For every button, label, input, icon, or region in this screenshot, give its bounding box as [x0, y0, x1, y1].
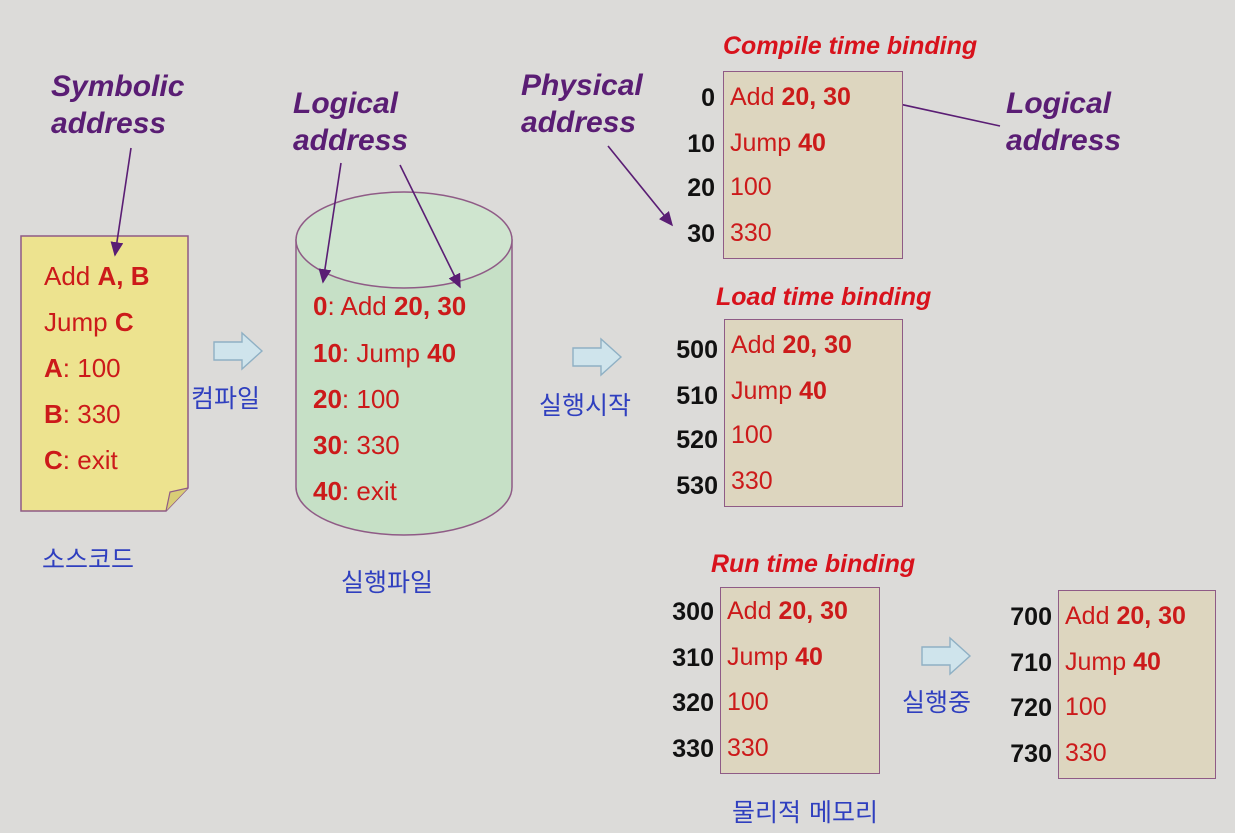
start-caption: 실행시작 [539, 391, 632, 420]
source-line: Jump C [44, 307, 134, 337]
memory-address: 310 [672, 644, 714, 672]
run-time-memory-box-after: Add 20, 30 Jump 40 100 330 [1058, 590, 1216, 779]
memory-address: 710 [1010, 649, 1052, 677]
source-line: A: 100 [44, 353, 121, 383]
run-time-binding-title: Run time binding [711, 550, 916, 578]
memory-address: 30 [687, 220, 715, 248]
source-line: C: exit [44, 445, 118, 475]
load-time-binding-title: Load time binding [716, 283, 932, 311]
memory-cell: 330 [731, 467, 773, 495]
memory-cell: 100 [1065, 693, 1107, 721]
executable-line: 40: exit [313, 476, 397, 506]
memory-address: 520 [676, 426, 718, 454]
physical-pointer-arrow [607, 145, 674, 227]
executable-file-cylinder [295, 191, 513, 536]
memory-address: 300 [672, 598, 714, 626]
load-time-memory-box: Add 20, 30 Jump 40 100 330 [724, 319, 903, 507]
executable-line: 30: 330 [313, 430, 400, 460]
executable-line: 10: Jump 40 [313, 338, 457, 368]
memory-cell: 100 [730, 173, 772, 201]
source-code-caption: 소스코드 [42, 545, 135, 574]
compile-time-memory-box: Add 20, 30 Jump 40 100 330 [723, 71, 903, 259]
memory-cell: Jump 40 [1065, 648, 1161, 676]
source-line: Add A, B [44, 261, 150, 291]
executable-line: 0: Add 20, 30 [313, 291, 467, 321]
memory-cell: Jump 40 [730, 129, 826, 157]
memory-cell: Jump 40 [727, 643, 823, 671]
compile-arrow-icon [213, 331, 264, 371]
logical-pointer-arrow-1 [318, 162, 342, 284]
memory-cell: 330 [727, 734, 769, 762]
memory-cell: Jump 40 [731, 377, 827, 405]
memory-cell: 100 [731, 421, 773, 449]
memory-address: 10 [687, 130, 715, 158]
source-code-paper [20, 235, 189, 512]
logical-pointer-arrow-2 [399, 164, 461, 289]
running-caption: 실행중 [902, 688, 972, 717]
memory-address: 320 [672, 689, 714, 717]
compile-caption: 컴파일 [191, 384, 261, 413]
memory-address: 500 [676, 336, 718, 364]
memory-cell: 100 [727, 688, 769, 716]
memory-address: 20 [687, 174, 715, 202]
source-line: B: 330 [44, 399, 121, 429]
memory-address: 530 [676, 472, 718, 500]
memory-cell: 330 [730, 219, 772, 247]
running-arrow-icon [921, 636, 972, 676]
memory-cell: Add 20, 30 [727, 597, 848, 625]
executable-file-caption: 실행파일 [341, 568, 434, 597]
start-arrow-icon [572, 337, 623, 377]
memory-address: 0 [701, 84, 715, 112]
compile-time-binding-title: Compile time binding [723, 32, 978, 60]
memory-cell: Add 20, 30 [1065, 602, 1186, 630]
memory-cell: 330 [1065, 739, 1107, 767]
run-time-memory-box-before: Add 20, 30 Jump 40 100 330 [720, 587, 880, 774]
memory-address: 510 [676, 382, 718, 410]
symbolic-pointer-arrow [110, 147, 132, 257]
memory-cell: Add 20, 30 [730, 83, 851, 111]
memory-address: 700 [1010, 603, 1052, 631]
physical-memory-caption: 물리적 메모리 [732, 798, 878, 827]
memory-address: 330 [672, 735, 714, 763]
memory-address: 720 [1010, 694, 1052, 722]
memory-cell: Add 20, 30 [731, 331, 852, 359]
memory-address: 730 [1010, 740, 1052, 768]
executable-line: 20: 100 [313, 384, 400, 414]
